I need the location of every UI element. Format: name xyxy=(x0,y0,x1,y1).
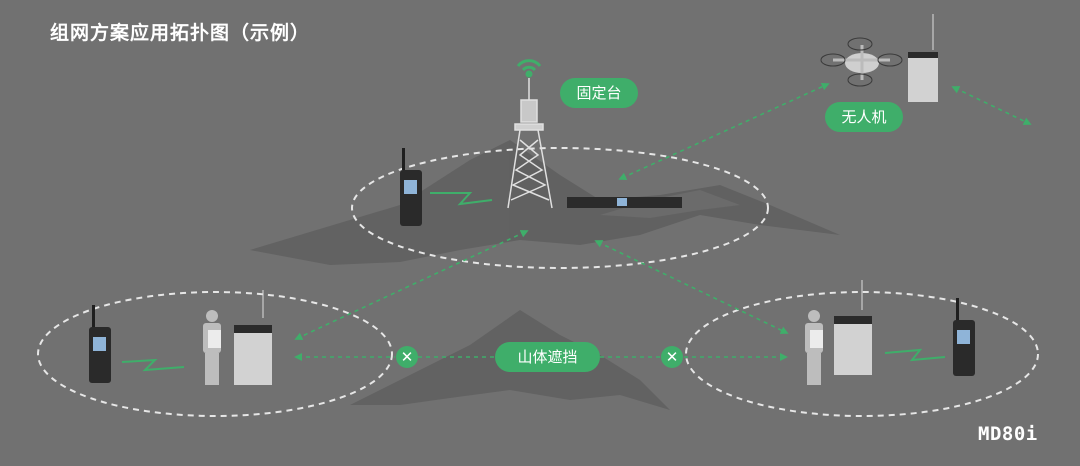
portable-repeater-icon xyxy=(834,280,872,375)
mountain-block-label: 山体遮挡 xyxy=(495,342,600,372)
portable-repeater-icon xyxy=(234,290,272,385)
cell-tower-icon xyxy=(507,78,553,209)
person-backpack-icon xyxy=(203,310,221,385)
handheld-radio-icon xyxy=(953,298,975,376)
coverage-zone-top xyxy=(351,147,769,269)
model-label: MD80i xyxy=(978,423,1038,445)
handheld-radio-icon xyxy=(89,305,111,383)
lightning-icon xyxy=(121,192,946,372)
fixed-station-label: 固定台 xyxy=(560,78,638,108)
page-title: 组网方案应用拓扑图（示例） xyxy=(50,22,311,44)
person-backpack-icon xyxy=(805,310,823,385)
link-arrows xyxy=(294,83,1032,361)
wifi-signal-icon xyxy=(516,59,542,78)
mountain-top-icon xyxy=(250,140,840,265)
rack-repeater-icon xyxy=(567,197,682,208)
drone-icon xyxy=(820,37,903,87)
portable-repeater-icon xyxy=(908,14,938,102)
blocked-x-icon: ✕ xyxy=(396,346,418,368)
coverage-zone-left xyxy=(37,291,393,417)
handheld-radio-icon xyxy=(400,148,422,226)
blocked-x-icon: ✕ xyxy=(661,346,683,368)
coverage-zone-right xyxy=(685,291,1039,417)
drone-label: 无人机 xyxy=(825,102,903,132)
